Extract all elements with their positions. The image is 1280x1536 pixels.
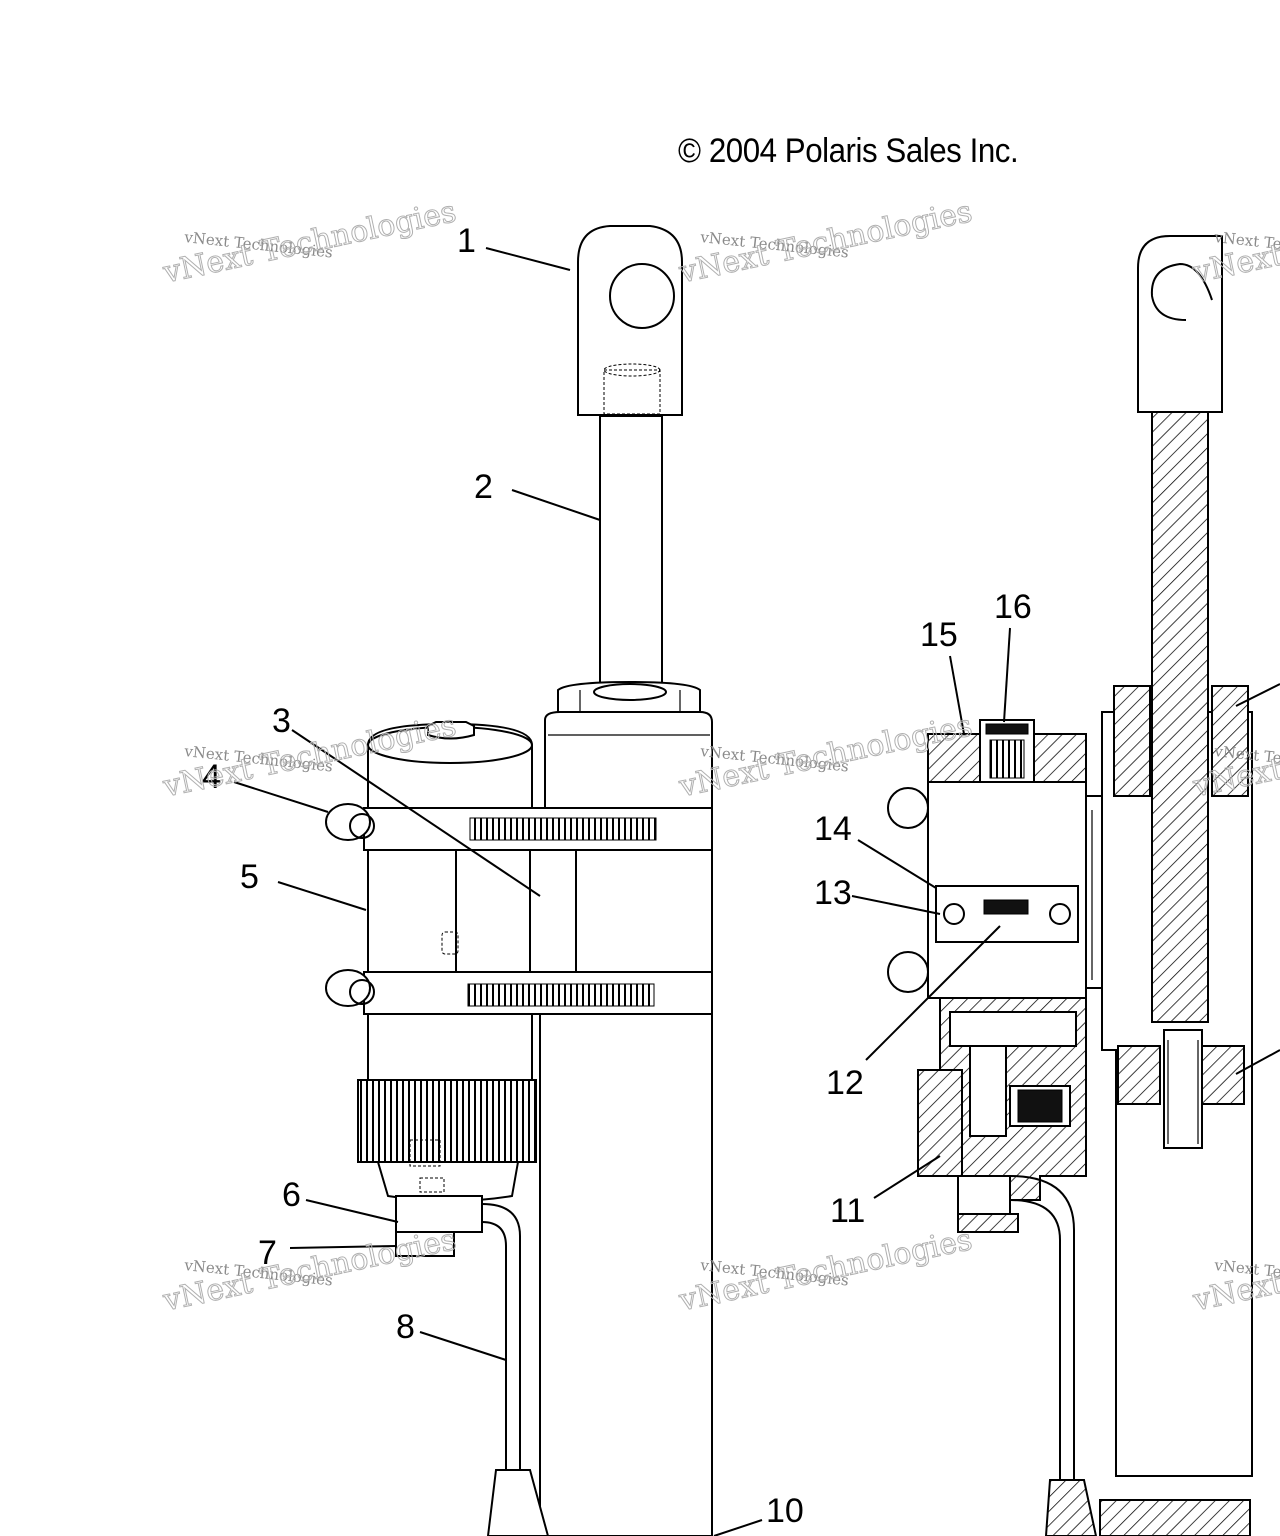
callout-5: 5: [240, 858, 259, 896]
shock-body: [539, 711, 713, 1536]
callout-2: 2: [474, 468, 493, 506]
callout-6: 6: [282, 1176, 301, 1214]
callout-12: 12: [826, 1064, 864, 1102]
reservoir: [367, 722, 533, 1081]
watermark: vNext Technologies vNext Technologies: [159, 1222, 460, 1319]
callout-7: 7: [258, 1234, 277, 1272]
callout-4: 4: [202, 758, 221, 796]
shock-cutaway: [1099, 235, 1253, 1536]
callout-3: 3: [272, 702, 291, 740]
eyelet-bore: [609, 263, 675, 329]
callout-16: 16: [994, 588, 1032, 626]
shock-exterior: [325, 225, 713, 1536]
copyright-notice: © 2004 Polaris Sales Inc.: [678, 132, 1019, 170]
callout-14: 14: [814, 810, 852, 848]
reservoir-cutaway: [887, 719, 1105, 1536]
callouts: 1 2 3 4 5 6 7 8 10 11 12 13 14 15 16: [202, 222, 1032, 1530]
callout-15: 15: [920, 616, 958, 654]
eyelet: [577, 225, 683, 416]
watermark: vNext Technologies vNext Technologies: [675, 194, 976, 291]
callout-13: 13: [814, 874, 852, 912]
leader-lines: [233, 247, 1280, 1536]
callout-1: 1: [457, 222, 476, 260]
shaft: [599, 415, 663, 689]
watermark: vNext Technologies vNext Technologies: [159, 194, 460, 291]
callout-8: 8: [396, 1308, 415, 1346]
callout-10: 10: [766, 1492, 804, 1530]
watermark: vNext Technologies vNext Technologies: [675, 1222, 976, 1319]
callout-11: 11: [830, 1192, 865, 1230]
